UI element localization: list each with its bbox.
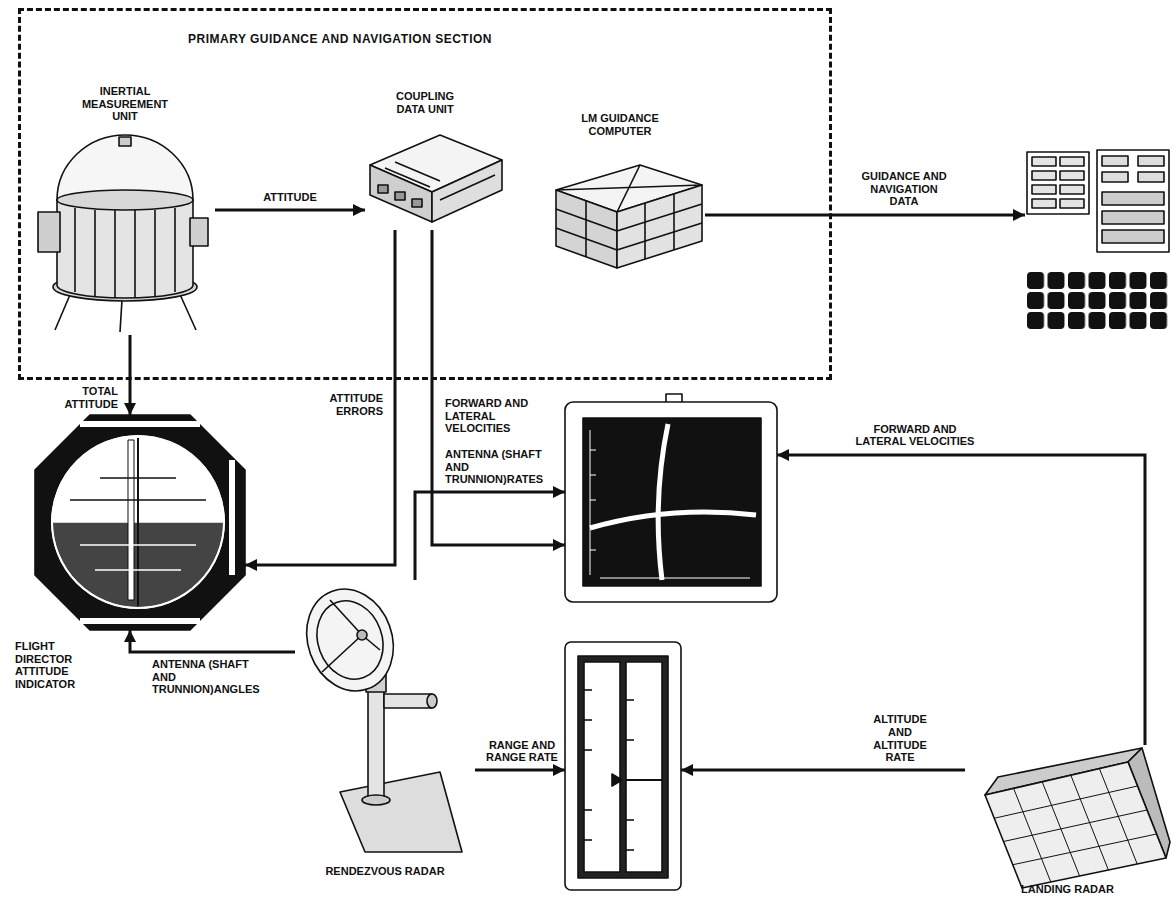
signal-label: ANTENNA (SHAFT AND TRUNNION)RATES (443, 448, 559, 486)
signal-arrow (475, 769, 565, 772)
tape-meter-illustration (565, 642, 681, 890)
signal-arrow (130, 630, 295, 652)
signal-label: FORWARD AND LATERAL VELOCITIES (443, 397, 537, 435)
unit-label: INERTIAL MEASUREMENT UNIT (75, 85, 175, 123)
cdu-illustration (370, 135, 502, 222)
tape-meter (565, 642, 681, 890)
rendezvous-radar-illustration (293, 577, 462, 852)
cross-pointer-illustration (565, 394, 777, 602)
signal-label: TOTAL ATTITUDE (28, 385, 120, 410)
rendezvous-radar: RENDEZVOUS RADAR (295, 580, 475, 880)
fdai-illustration (35, 415, 245, 630)
imu-illustration (38, 135, 208, 332)
cross-pointer-indicator (565, 394, 777, 602)
signal-arrow (215, 209, 365, 212)
unit-label: RENDEZVOUS RADAR (295, 865, 475, 878)
dsky-illustration (1027, 150, 1170, 332)
signal-arrow (415, 492, 565, 580)
display-keyboard (1025, 150, 1172, 334)
landing-radar-illustration (985, 748, 1170, 888)
signal-label: FORWARD AND LATERAL VELOCITIES (850, 423, 980, 448)
signal-arrow (432, 230, 565, 545)
guidance-computer: LM GUIDANCE COMPUTER (550, 112, 705, 272)
signal-arrow (777, 455, 1145, 745)
signal-arrow (129, 335, 132, 415)
signal-label: ANTENNA (SHAFT AND TRUNNION)ANGLES (150, 658, 275, 696)
landing-radar: LANDING RADAR (965, 745, 1170, 896)
signal-label: RANGE AND RANGE RATE (482, 739, 562, 764)
signal-label: ATTITUDE ERRORS (300, 392, 385, 417)
signal-arrow (705, 214, 1025, 217)
attitude-indicator: FLIGHT DIRECTOR ATTITUDE INDICATOR (35, 415, 245, 630)
section-boundary: PRIMARY GUIDANCE AND NAVIGATION SECTION I… (18, 8, 832, 380)
computer-illustration (556, 165, 702, 268)
section-title: PRIMARY GUIDANCE AND NAVIGATION SECTION (130, 33, 550, 47)
signal-arrow (245, 230, 395, 565)
unit-label: LANDING RADAR (965, 883, 1170, 896)
signal-label: ATTITUDE (240, 191, 340, 204)
unit-label: FLIGHT DIRECTOR ATTITUDE INDICATOR (15, 640, 100, 691)
unit-label: COUPLING DATA UNIT (385, 90, 465, 115)
signal-label: ALTITUDE AND ALTITUDE RATE (862, 713, 938, 764)
signal-label: GUIDANCE AND NAVIGATION DATA (858, 170, 950, 208)
inertial-measurement-unit: INERTIAL MEASUREMENT UNIT (35, 85, 215, 335)
coupling-data-unit: COUPLING DATA UNIT (365, 90, 505, 230)
unit-label: LM GUIDANCE COMPUTER (580, 112, 660, 137)
signal-arrow (681, 769, 965, 772)
